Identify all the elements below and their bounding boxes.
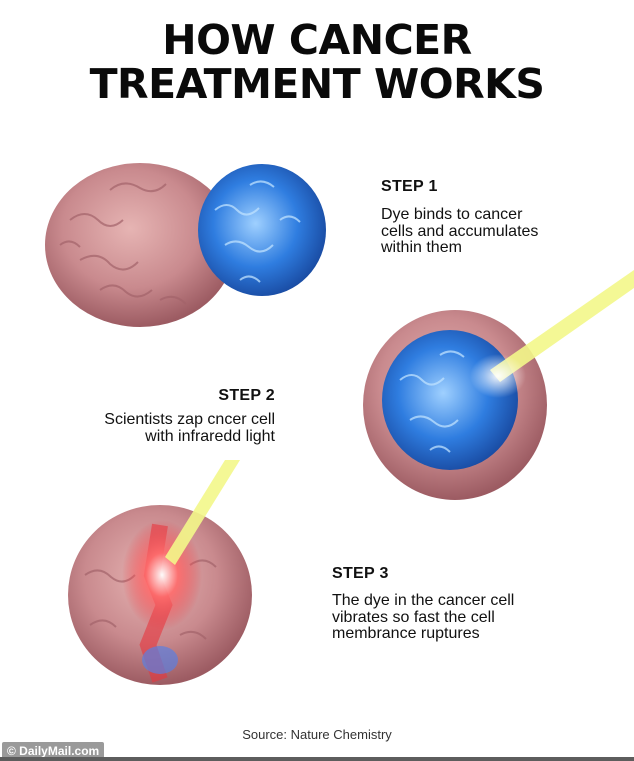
step-3-line: The dye in the cancer cell [332, 592, 515, 609]
source-credit: Source: Nature Chemistry [242, 727, 392, 742]
step-1-line: within them [381, 239, 462, 256]
step-3-line: membrance ruptures [332, 625, 480, 642]
step-3-label: STEP 3 [332, 565, 389, 582]
title-line-2: TREATMENT WORKS [89, 60, 545, 108]
step-2-line: with infraredd light [145, 427, 275, 445]
dye-cell [382, 330, 518, 470]
step-2-line: Scientists zap cncer cell [104, 411, 275, 428]
step1-illustration [45, 163, 326, 327]
step3-illustration [68, 460, 252, 685]
dye-cell [198, 164, 326, 296]
step-2-label: STEP 2 [218, 387, 275, 404]
infrared-laser-beam [470, 270, 634, 398]
step-1-description: Dye binds to cancer cells and accumulate… [381, 206, 539, 257]
infrared-laser-beam [165, 460, 240, 565]
dailymail-watermark: © DailyMail.com [2, 742, 105, 760]
step-1-label: STEP 1 [381, 178, 438, 195]
step-1-line: Dye binds to cancer [381, 206, 523, 223]
step-2-description: Scientists zap cncer cell with infraredd… [104, 411, 275, 445]
footer-bar [0, 757, 634, 761]
title-line-1: HOW CANCER [162, 16, 472, 64]
step-3-line: vibrates so fast the cell [332, 608, 495, 626]
cancer-cell [45, 163, 235, 327]
page-title: HOW CANCER TREATMENT WORKS [0, 18, 634, 106]
step2-illustration [363, 270, 634, 500]
step-3-description: The dye in the cancer cell vibrates so f… [332, 592, 515, 643]
step-1-line: cells and accumulates [381, 222, 539, 240]
